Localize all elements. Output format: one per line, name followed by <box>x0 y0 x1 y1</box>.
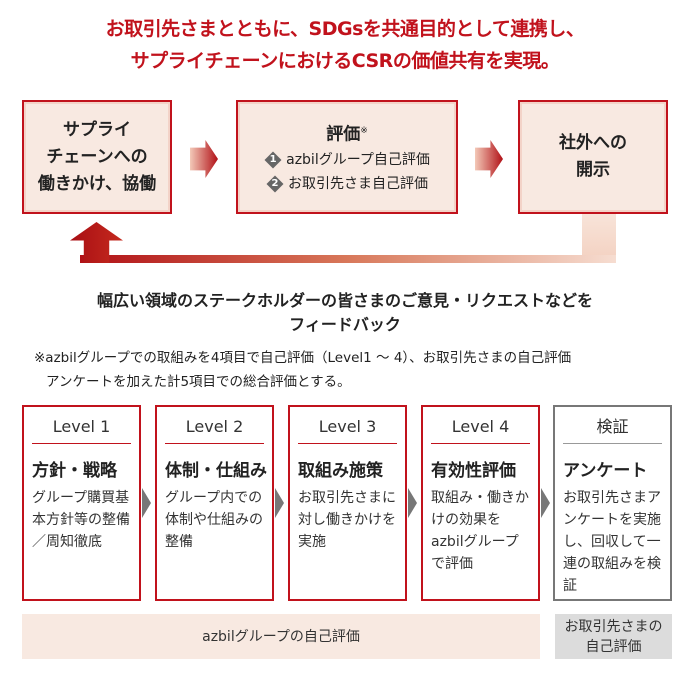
level-title: アンケート <box>563 461 648 481</box>
level-header: Level 4 <box>431 407 530 444</box>
level-body: 取組み・働きかけの効果をazbilグループで評価 <box>431 490 529 572</box>
chevron-right-icon <box>275 488 284 518</box>
feedback-bar <box>80 255 616 263</box>
level-header: 検証 <box>563 407 662 444</box>
level-body: お取引先さまに対し働きかけを実施 <box>298 490 396 550</box>
evaluation-heading: 評価※ <box>326 118 368 149</box>
title-line-1: お取引先さまとともに、SDGsを共通目的として連携し、 <box>105 18 585 40</box>
right-arrow-icon <box>475 140 503 178</box>
self-evaluation-band: azbilグループの自己評価 <box>22 614 540 659</box>
level-header: Level 2 <box>165 407 264 444</box>
number-diamond-icon: 1 <box>264 151 282 169</box>
feedback-line-2: フィードバック <box>289 315 401 334</box>
number-diamond-icon: 2 <box>266 175 284 193</box>
level-2-card: Level 2 体制・仕組みグループ内での体制や仕組みの整備 <box>155 405 274 601</box>
note-line-1: ※azbilグループでの取組みを4項目で自己評価（Level1 ～ 4）、お取引… <box>34 350 572 366</box>
box1-line: サプライ <box>63 119 131 140</box>
band-line: 自己評価 <box>585 638 642 655</box>
feedback-line-1: 幅広い領域のステークホルダーの皆さまのご意見・リクエストなどを <box>96 291 593 310</box>
supplier-evaluation-band: お取引先さまの 自己評価 <box>555 614 672 659</box>
verification-card: 検証アンケートお取引先さまアンケートを実施し、回収して一連の取組みを検証 <box>553 405 672 601</box>
level-title: 取組み施策 <box>298 461 383 481</box>
level-title: 方針・戦略 <box>32 461 117 481</box>
box1-line: チェーンへの <box>46 146 148 167</box>
right-arrow-icon <box>190 140 218 178</box>
chevron-right-icon <box>408 488 417 518</box>
level-3-card: Level 3 取組み施策お取引先さまに対し働きかけを実施 <box>288 405 407 601</box>
item-label: azbilグループ自己評価 <box>286 152 430 169</box>
level-body: お取引先さまアンケートを実施し、回収して一連の取組みを検証 <box>563 490 661 594</box>
box-disclosure: 社外への 開示 <box>518 100 668 214</box>
level-header: Level 3 <box>298 407 397 444</box>
level-4-card: Level 4 有効性評価取組み・働きかけの効果をazbilグループで評価 <box>421 405 540 601</box>
level-title: 体制・仕組み <box>165 461 267 481</box>
level-body: グループ購買基本方針等の整備／周知徹底 <box>32 490 130 550</box>
box1-line: 働きかけ、協働 <box>37 173 157 194</box>
note-line-2: アンケートを加えた計5項目での総合評価とする。 <box>46 374 351 390</box>
heading-text: 評価 <box>326 124 361 145</box>
level-title: 有効性評価 <box>431 461 516 481</box>
box3-line: 社外への <box>559 133 627 153</box>
feedback-riser <box>582 214 616 263</box>
band-line: お取引先さまの <box>564 618 663 635</box>
item-label: お取引先さま自己評価 <box>288 176 428 193</box>
note-mark: ※ <box>360 125 368 136</box>
level-header: Level 1 <box>32 407 131 444</box>
chevron-right-icon <box>541 488 550 518</box>
box-supply-chain: サプライ チェーンへの 働きかけ、協働 <box>22 100 172 214</box>
level-body: グループ内での体制や仕組みの整備 <box>165 490 263 550</box>
chevron-right-icon <box>142 488 151 518</box>
box3-line: 開示 <box>576 160 610 180</box>
title-line-2: サプライチェーンにおけるCSRの価値共有を実現。 <box>130 50 560 72</box>
level-1-card: Level 1 方針・戦略グループ購買基本方針等の整備／周知徹底 <box>22 405 141 601</box>
